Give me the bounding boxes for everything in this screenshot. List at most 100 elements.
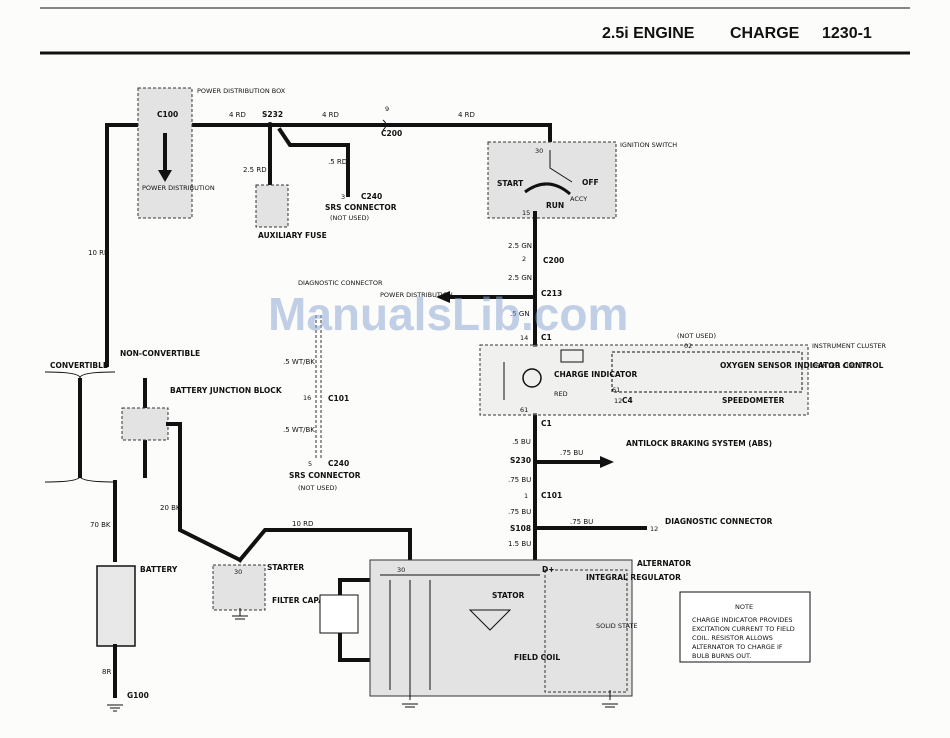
note-line-5: BULB BURNS OUT. — [692, 652, 751, 660]
power-distribution-label: POWER DISTRIBUTION — [142, 184, 215, 192]
stator-symbol — [468, 609, 512, 631]
pd-arrow-head — [158, 170, 172, 182]
watermark: ManualsLib.com — [268, 288, 628, 340]
pin-61: 61 — [520, 406, 528, 414]
c213-label: C213 — [541, 289, 562, 298]
charge-indicator-bulb — [522, 368, 542, 388]
ground-icon — [107, 704, 123, 712]
solid-state-label: SOLID STATE — [596, 622, 637, 630]
charge-indicator-label: CHARGE INDICATOR — [554, 370, 638, 379]
integral-regulator-label: INTEGRAL REGULATOR — [586, 573, 681, 582]
wire-bu05: .5 BU — [512, 438, 531, 446]
note-line-1: CHARGE INDICATOR PROVIDES — [692, 616, 793, 624]
note-line-4: ALTERNATOR TO CHARGE IF — [692, 643, 783, 651]
wire-bk20: 20 BK — [160, 504, 181, 512]
alternator-label: ALTERNATOR — [637, 559, 691, 568]
srs-connector-top-label: SRS CONNECTOR — [325, 203, 397, 212]
header-section: 2.5i ENGINE — [602, 25, 695, 42]
ign-pin-15: 15 — [522, 209, 530, 217]
header-page-code: 1230-1 — [822, 25, 872, 42]
wire-8r: 8R — [102, 668, 111, 676]
starter-20bk-wire — [166, 422, 243, 563]
s108-label: S108 — [510, 524, 531, 533]
printed-circuit-label: PRINTED CIRCUIT — [812, 362, 868, 370]
battery-junction-block — [121, 407, 169, 441]
battery-junction-label: BATTERY JUNCTION BLOCK — [170, 386, 283, 395]
oxygen-sensor-label: OXYGEN SENSOR INDICATOR CONTROL — [720, 361, 884, 370]
wire-4rd-a: 4 RD — [229, 111, 246, 119]
alt-pin-30: 30 — [397, 566, 405, 574]
wire-4rd-c: 4 RD — [458, 111, 475, 119]
c1-bottom-label: C1 — [541, 419, 552, 428]
srs-bottom-not-used: (NOT USED) — [298, 484, 337, 492]
wire-bu075-a: .75 BU — [560, 449, 583, 457]
c101-right-label: C101 — [541, 491, 562, 500]
pdb-label: POWER DISTRIBUTION BOX — [197, 87, 286, 95]
s232-label: S232 — [262, 110, 283, 119]
aux-fuse-label: AUXILIARY FUSE — [258, 231, 327, 240]
wire-05rd: .5 RD — [328, 158, 347, 166]
wire-gn25-b: 2.5 GN — [508, 274, 532, 282]
wire-bu075-d: .75 BU — [570, 518, 593, 526]
wire-bu15: 1.5 BU — [508, 540, 531, 548]
ign-off: OFF — [582, 178, 599, 187]
ign-arc — [524, 182, 571, 196]
pin-12: 12 — [614, 397, 622, 405]
alternator-box — [369, 559, 633, 697]
pin-02: 02 — [684, 342, 692, 350]
srs-top-not-used: (NOT USED) — [330, 214, 369, 222]
wire-bu075-c: .75 BU — [508, 508, 531, 516]
wire-gn05: .5 GN — [510, 310, 530, 318]
g100-label: G100 — [127, 691, 149, 700]
diag-connector-right-label: DIAGNOSTIC CONNECTOR — [665, 517, 773, 526]
starter-ground-icon — [232, 608, 248, 620]
battery-symbol — [96, 565, 136, 647]
c101-left-label: C101 — [328, 394, 349, 403]
wire-bu075-b: .75 BU — [508, 476, 531, 484]
starter-10rd-wire — [237, 528, 412, 563]
battery-label: BATTERY — [140, 565, 178, 574]
alt-ground-icon — [402, 690, 418, 708]
convertible-label: CONVERTIBLE — [50, 361, 108, 370]
ignition-switch-label: IGNITION SWITCH — [620, 141, 677, 149]
header-topic: CHARGE — [730, 25, 800, 42]
wire-10rd-b: 10 RD — [292, 520, 313, 528]
rectifier-lines — [380, 574, 540, 690]
reg-ground-icon — [602, 690, 618, 708]
ign-pin-30: 30 — [535, 147, 543, 155]
pd-branch-label: POWER DISTRIBUTION — [380, 291, 453, 299]
note-line-2: EXCITATION CURRENT TO FIELD — [692, 625, 795, 633]
c4-label: C4 — [622, 396, 633, 405]
c100-label: C100 — [157, 110, 178, 119]
integral-regulator-box — [544, 569, 628, 693]
abs-arrow — [600, 456, 614, 468]
ign-accy: ACCY — [570, 195, 587, 203]
wire-wtbk-2: .5 WT/BK — [283, 426, 315, 434]
ignition-switch-box — [487, 141, 617, 219]
cluster-not-used: (NOT USED) — [677, 332, 716, 340]
instrument-cluster-box — [479, 344, 809, 416]
note-title: NOTE — [735, 603, 753, 611]
ign-start: START — [497, 179, 524, 188]
wire-25rd: 2.5 RD — [243, 166, 267, 174]
convertible-brace-top — [44, 371, 116, 379]
wire-bk70: 70 BK — [90, 521, 111, 529]
s232-splice — [267, 122, 273, 128]
pin-5: 5 — [308, 460, 312, 468]
wire-4rd-b: 4 RD — [322, 111, 339, 119]
c200-top-label: C200 — [381, 129, 402, 138]
field-coil-label: FIELD COIL — [514, 653, 560, 662]
note-line-3: COIL. RESISTOR ALLOWS — [692, 634, 773, 642]
pin-61b: 61 — [612, 386, 620, 394]
srs-pin-3: 3 — [341, 193, 345, 201]
oxygen-sensor-box — [611, 351, 803, 393]
non-convertible-label: NON-CONVERTIBLE — [120, 349, 200, 358]
stator-label: STATOR — [492, 591, 525, 600]
srs-connector-bottom-label: SRS CONNECTOR — [289, 471, 361, 480]
main-4rd-wire — [105, 123, 552, 367]
filter-capacitor — [319, 594, 359, 634]
antilock-label: ANTILOCK BRAKING SYSTEM (ABS) — [626, 439, 772, 448]
s230-label: S230 — [510, 456, 531, 465]
